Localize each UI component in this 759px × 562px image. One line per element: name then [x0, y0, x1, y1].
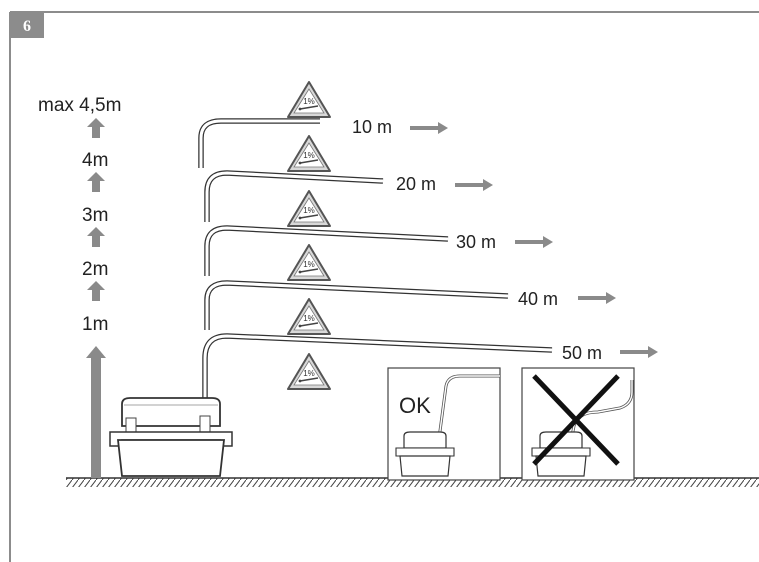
right-arrow-icon — [515, 236, 553, 248]
warning-triangle-slope-icon: 1% — [287, 353, 331, 390]
warning-triangle-slope-icon: 1% — [287, 298, 331, 335]
right-arrow-icon — [620, 346, 658, 358]
up-arrow-icon — [87, 227, 105, 247]
ok-label: OK — [399, 393, 431, 418]
height-max-label: max 4,5m — [38, 95, 121, 116]
pipe-length-50m: 50 m — [562, 343, 602, 363]
correct-install-panel: OK — [387, 367, 501, 481]
warning-triangle-slope-icon: 1% — [287, 81, 331, 118]
pipe-length-20m: 20 m — [396, 174, 436, 194]
up-arrow-icon — [87, 281, 105, 301]
slope-percent-label: 1% — [303, 369, 315, 378]
pipe-30m-inner — [205, 226, 449, 276]
ground-hatch — [66, 478, 759, 487]
tall-up-arrow-icon — [86, 346, 106, 478]
pipe-40m-inner — [205, 281, 509, 330]
up-arrow-icon — [87, 172, 105, 192]
step-number: 6 — [23, 18, 31, 35]
height-mark-4m: 4m — [82, 150, 108, 171]
pipe-50m-inner — [203, 334, 553, 412]
warning-triangle-slope-icon: 1% — [287, 244, 331, 281]
slope-percent-label: 1% — [303, 314, 315, 323]
warning-triangle-slope-icon: 1% — [287, 190, 331, 227]
height-mark-3m: 3m — [82, 205, 108, 226]
slope-percent-label: 1% — [303, 97, 315, 106]
pump-unit — [109, 397, 233, 477]
pipe-30m — [204, 225, 449, 276]
pipe-length-10m: 10 m — [352, 117, 392, 137]
right-arrow-icon — [578, 292, 616, 304]
warning-triangle-slope-icon: 1% — [287, 135, 331, 172]
cross-icon — [532, 374, 620, 466]
right-arrow-icon — [410, 122, 448, 134]
pipe-length-40m: 40 m — [518, 289, 558, 309]
slope-percent-label: 1% — [303, 260, 315, 269]
height-mark-1m: 1m — [82, 314, 108, 335]
up-arrow-icon — [87, 118, 105, 138]
wrong-install-panel — [521, 367, 635, 481]
slope-percent-label: 1% — [303, 206, 315, 215]
right-arrow-icon — [455, 179, 493, 191]
pipe-20m-inner — [205, 171, 384, 222]
slope-percent-label: 1% — [303, 151, 315, 160]
step-badge — [10, 12, 44, 38]
pipe-10m-inner — [199, 119, 320, 168]
height-mark-2m: 2m — [82, 259, 108, 280]
pipe-length-30m: 30 m — [456, 232, 496, 252]
